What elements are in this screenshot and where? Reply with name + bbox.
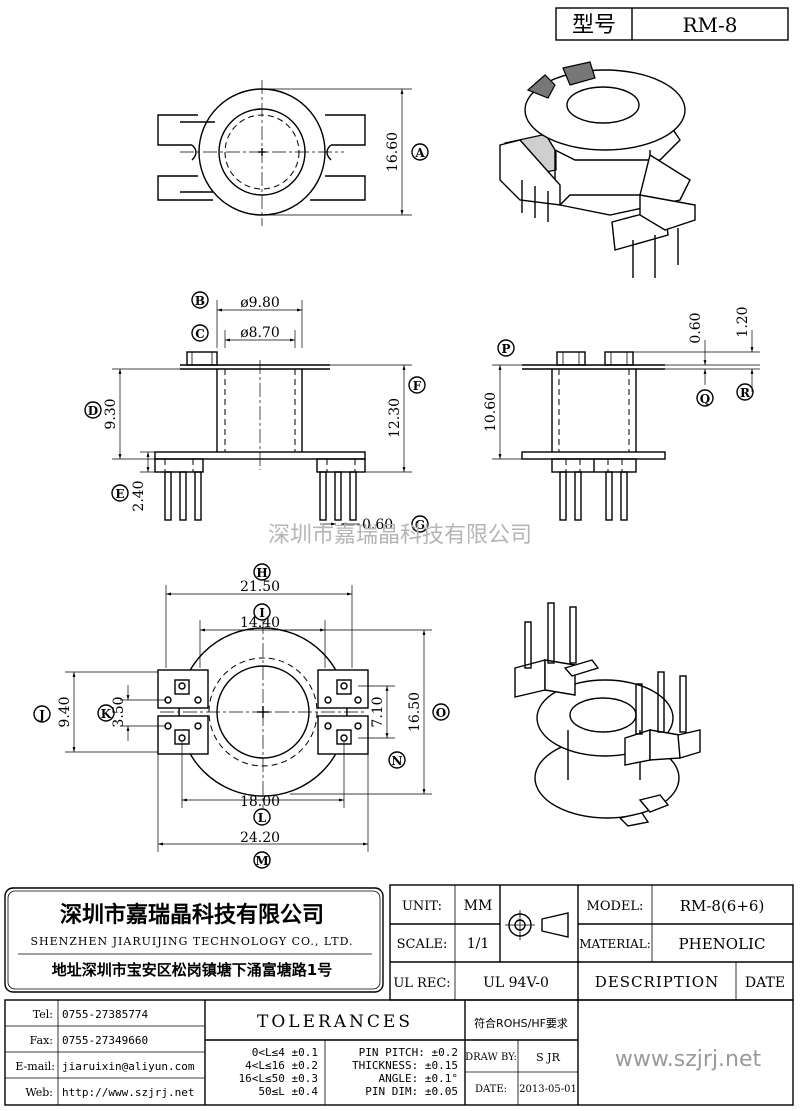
company-address: 地址深圳市宝安区松岗镇塘下涌富塘路1号 bbox=[52, 961, 332, 979]
company-block: 深圳市嘉瑞晶科技有限公司 SHENZHEN JIARUIJING TECHNOL… bbox=[4, 887, 384, 993]
dim-18-00: 18.00 bbox=[240, 794, 280, 810]
description-header: DESCRIPTION bbox=[595, 973, 719, 991]
email-label: E-mail: bbox=[15, 1060, 55, 1073]
tol-row-4: 50≤L ±0.4 bbox=[258, 1085, 318, 1098]
email-value: jiaruixin@aliyun.com bbox=[62, 1060, 195, 1073]
label-I: I bbox=[259, 606, 265, 620]
dim-16-50: 16.50 bbox=[407, 692, 423, 732]
dim-10-60: 10.60 bbox=[483, 392, 499, 432]
dim-7-10: 7.10 bbox=[370, 696, 386, 727]
material-label: MATERIAL: bbox=[579, 937, 651, 951]
date-header: DATE bbox=[745, 975, 785, 991]
drawby-value: S JR bbox=[536, 1051, 560, 1064]
label-Q: Q bbox=[700, 392, 710, 406]
label-P: P bbox=[501, 342, 510, 356]
dim-1-20: 1.20 bbox=[735, 306, 751, 337]
tol-row-3: 16<L≤50 ±0.3 bbox=[239, 1072, 318, 1085]
projection-icon bbox=[505, 910, 569, 940]
website-watermark: www.szjrj.net bbox=[615, 1047, 762, 1072]
dim-9-40: 9.40 bbox=[57, 696, 73, 727]
drawby-label: DRAW BY: bbox=[465, 1052, 517, 1063]
scale-label: SCALE: bbox=[397, 937, 448, 952]
unit-value: MM bbox=[464, 898, 493, 914]
label-G: G bbox=[415, 518, 425, 532]
scale-value: 1/1 bbox=[467, 936, 490, 952]
dim-21-50: 21.50 bbox=[240, 579, 280, 595]
dim-0-60: 0.60 bbox=[362, 517, 393, 533]
fax-value: 0755-27349660 bbox=[62, 1034, 148, 1047]
dim-24-20: 24.20 bbox=[240, 830, 280, 846]
unit-label: UNIT: bbox=[402, 899, 442, 914]
tolerances-header: TOLERANCES bbox=[257, 1012, 413, 1032]
watermark: 深圳市嘉瑞晶科技有限公司 bbox=[268, 523, 532, 548]
angle: ANGLE: ±0.1° bbox=[379, 1072, 458, 1085]
label-M: M bbox=[255, 854, 268, 868]
fax-label: Fax: bbox=[30, 1034, 53, 1047]
label-D: D bbox=[88, 404, 98, 418]
company-name-cn: 深圳市嘉瑞晶科技有限公司 bbox=[60, 902, 324, 928]
top-view: 16.60 A bbox=[157, 80, 429, 226]
material-value: PHENOLIC bbox=[679, 935, 766, 953]
dim-16-60: 16.60 bbox=[385, 132, 401, 172]
label-R: R bbox=[740, 386, 751, 400]
thickness: THICKNESS: ±0.15 bbox=[352, 1059, 458, 1072]
web-label: Web: bbox=[25, 1086, 53, 1099]
pin-dim: PIN DIM: ±0.05 bbox=[365, 1085, 458, 1098]
dim-12-30: 12.30 bbox=[387, 398, 403, 438]
tel-value: 0755-27385774 bbox=[62, 1008, 148, 1021]
label-N: N bbox=[392, 754, 403, 768]
pin-pitch: PIN PITCH: ±0.2 bbox=[359, 1046, 458, 1059]
label-O: O bbox=[436, 706, 446, 720]
label-A: A bbox=[414, 146, 425, 160]
ul-rec-value: UL 94V-0 bbox=[483, 975, 549, 991]
date-label: DATE: bbox=[475, 1084, 507, 1095]
ul-rec-label: UL REC: bbox=[393, 976, 450, 991]
tol-row-2: 4<L≤16 ±0.2 bbox=[245, 1059, 318, 1072]
model-name: RM-8 bbox=[682, 13, 737, 37]
dim-14-40: 14.40 bbox=[240, 615, 280, 631]
bottom-table: Tel: 0755-27385774 Fax: 0755-27349660 E-… bbox=[4, 999, 794, 1106]
company-name-en: SHENZHEN JIARUIJING TECHNOLOGY CO., LTD. bbox=[30, 935, 353, 948]
date-value: 2013-05-01 bbox=[519, 1084, 577, 1095]
web-value: http://www.szjrj.net bbox=[62, 1086, 194, 1099]
dim-dia-9-80: ø9.80 bbox=[240, 295, 280, 311]
label-J: J bbox=[38, 708, 45, 722]
isometric-view-2 bbox=[514, 602, 701, 827]
dim-2-40: 2.40 bbox=[131, 480, 147, 511]
type-label: 型号 bbox=[572, 13, 616, 38]
label-K: K bbox=[101, 707, 112, 721]
label-B: B bbox=[195, 294, 205, 308]
dim-3-50: 3.50 bbox=[111, 696, 127, 727]
dim-0-60-b: 0.60 bbox=[688, 312, 704, 343]
model-label: MODEL: bbox=[587, 899, 644, 914]
label-E: E bbox=[115, 487, 124, 501]
model-value: RM-8(6+6) bbox=[680, 897, 765, 915]
label-C: C bbox=[195, 327, 205, 341]
model-header-box: 型号 RM-8 bbox=[555, 7, 789, 41]
tol-row-1: 0<L≤4 ±0.1 bbox=[252, 1046, 318, 1059]
rohs-note: 符合ROHS/HF要求 bbox=[474, 1016, 568, 1030]
label-F: F bbox=[413, 379, 422, 393]
bottom-view: 21.50 H 14.40 I 9.40 J 3.50 K 18.00 L bbox=[33, 563, 450, 869]
isometric-view-1 bbox=[499, 61, 696, 278]
dim-dia-8-70: ø8.70 bbox=[240, 325, 280, 341]
dim-9-30: 9.30 bbox=[103, 398, 119, 429]
label-L: L bbox=[258, 811, 267, 825]
label-H: H bbox=[256, 566, 267, 580]
side-view: ø9.80 B ø8.70 C 9.30 D 2.40 E 12.30 F 0. bbox=[84, 291, 429, 533]
side-view-2: 10.60 P 0.60 Q 1.20 R bbox=[483, 306, 760, 521]
tel-label: Tel: bbox=[33, 1008, 53, 1021]
title-block: UNIT: MM SCALE: 1/1 UL REC: UL 94V-0 MOD… bbox=[389, 884, 794, 1001]
